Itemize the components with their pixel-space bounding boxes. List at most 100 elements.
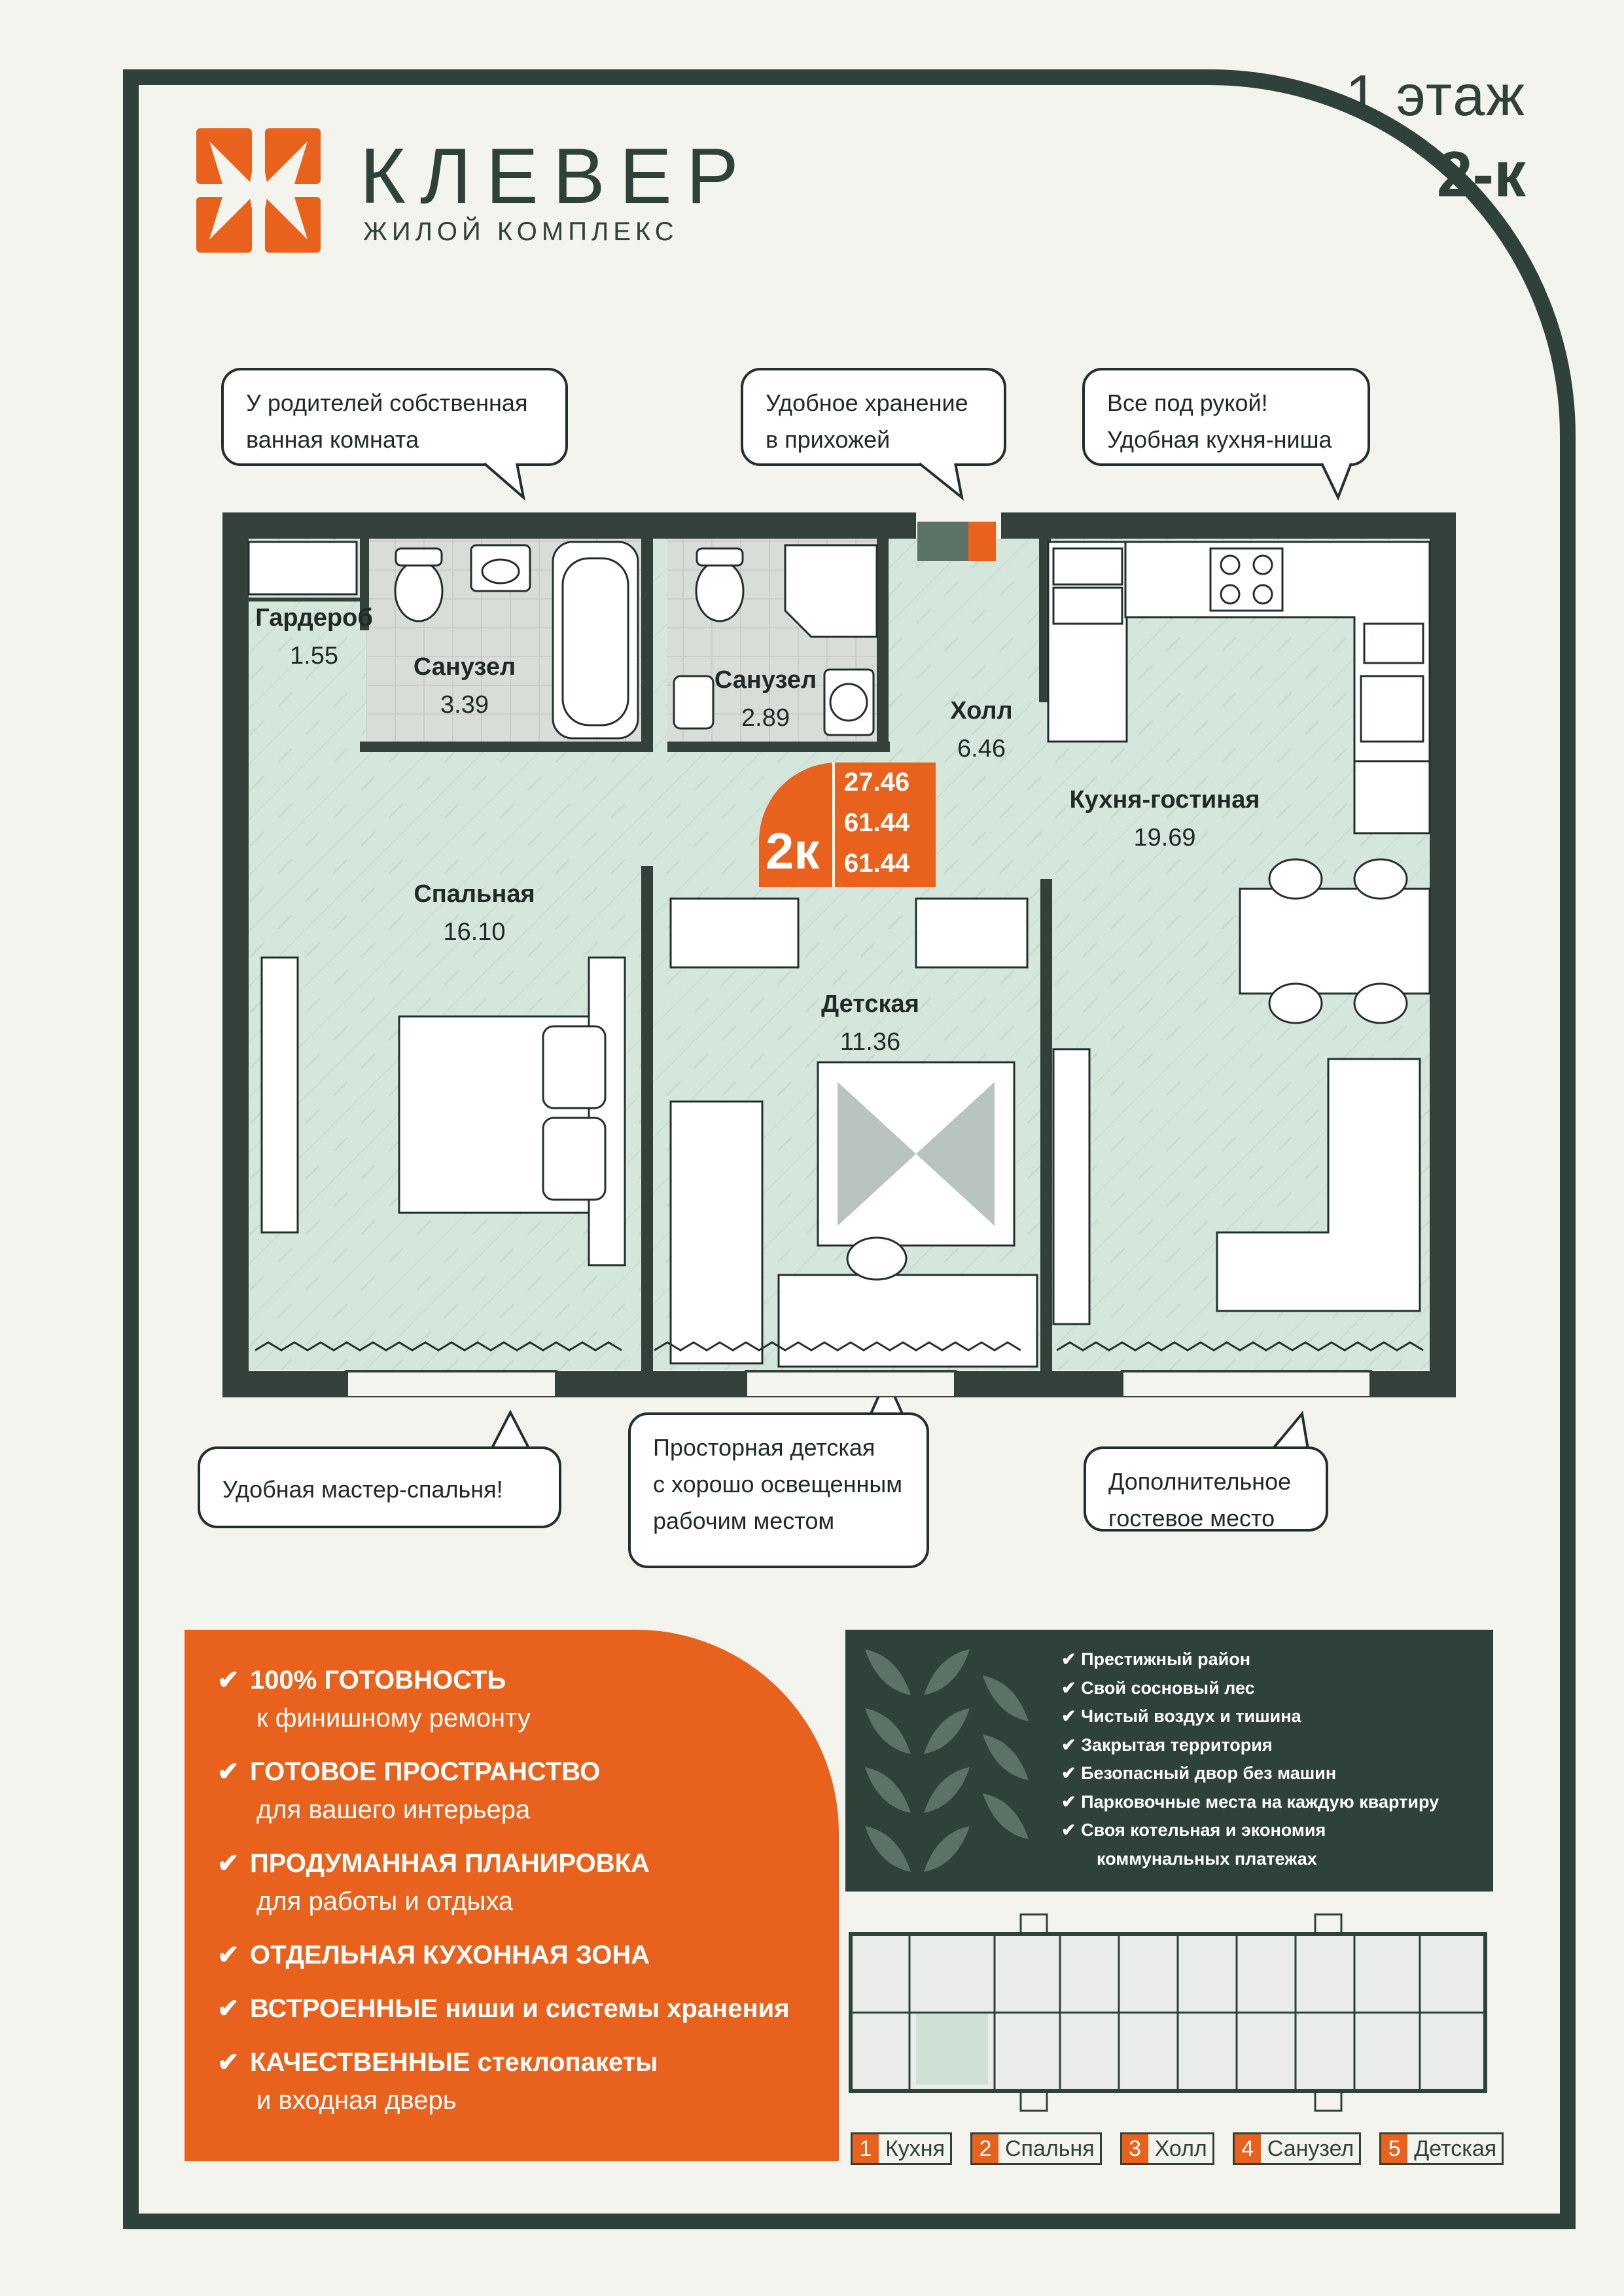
callout-line: Удобная кухня-ниша xyxy=(1107,426,1332,453)
check-icon: ✔ xyxy=(217,1757,239,1786)
brand-subtitle: ЖИЛОЙ КОМПЛЕКС xyxy=(363,217,679,246)
legend-num: 3 xyxy=(1121,2134,1148,2163)
callout-kids-room: Просторная детская с хорошо освещенным р… xyxy=(628,1412,929,1568)
benefit-text: Чистый воздух и тишина xyxy=(1081,1706,1301,1726)
badge-total-area-2: 61.44 xyxy=(844,849,910,878)
feature-item: ✔КАЧЕСТВЕННЫЕ стеклопакеты и входная две… xyxy=(217,2043,839,2119)
room-bath2: Санузел 2.89 xyxy=(694,661,838,737)
callout-line: Удобная мастер-спальня! xyxy=(222,1476,503,1503)
badge-living-area: 27.46 xyxy=(844,768,910,797)
legend-num: 4 xyxy=(1234,2134,1261,2163)
room-area: 3.39 xyxy=(440,691,489,719)
badge-type: 2к xyxy=(766,822,820,880)
benefit-item: ✔ Свой сосновый лес xyxy=(1061,1677,1255,1698)
room-area: 6.46 xyxy=(957,735,1006,762)
benefits-panel: ✔ Престижный район ✔ Свой сосновый лес ✔… xyxy=(845,1630,1493,1892)
callout-line: У родителей собственная xyxy=(246,389,528,416)
clover-logo-icon xyxy=(196,128,321,253)
check-icon: ✔ xyxy=(217,1994,239,2023)
callout-hall-storage: Удобное хранение в прихожей xyxy=(741,368,1006,466)
feature-title: 100% ГОТОВНОСТЬ xyxy=(250,1666,506,1695)
benefit-text: Парковочные места на каждую квартиру xyxy=(1081,1791,1439,1812)
room-kids: Детская 11.36 xyxy=(792,985,949,1061)
callout-line: с хорошо освещенным xyxy=(653,1471,902,1498)
leaf-pattern-icon xyxy=(865,1649,1029,1872)
feature-rest: стеклопакеты xyxy=(470,2048,658,2077)
legend-label: Кухня xyxy=(885,2136,945,2161)
callout-line: Дополнительное xyxy=(1108,1468,1292,1495)
room-area: 11.36 xyxy=(839,1028,901,1056)
room-hall: Холл 6.46 xyxy=(916,692,1047,768)
feature-item: ✔ ПРОДУМАННАЯ ПЛАНИРОВКА для работы и отд… xyxy=(217,1844,839,1920)
room-name: Санузел xyxy=(714,666,817,694)
callout-kitchen-niche: Все под рукой! Удобная кухня-ниша xyxy=(1082,368,1370,466)
badge-total-area: 61.44 xyxy=(844,808,910,837)
benefit-item: ✔ Безопасный двор без машин xyxy=(1061,1763,1337,1783)
feature-title: ГОТОВОЕ ПРОСТРАНСТВО xyxy=(250,1757,601,1786)
rooms-type-label: 2-к xyxy=(1436,138,1526,210)
benefit-item: ✔ Парковочные места на каждую квартиру xyxy=(1061,1791,1439,1812)
legend-label: Холл xyxy=(1154,2136,1207,2161)
feature-item: ✔ ГОТОВОЕ ПРОСТРАНСТВО для вашего интерье… xyxy=(217,1753,839,1829)
features-panel: ✔100% ГОТОВНОСТЬ к финишному ремонту ✔ГО… xyxy=(185,1630,839,2161)
benefit-item: ✔ Закрытая территория xyxy=(1061,1734,1273,1755)
legend-num: 2 xyxy=(972,2134,998,2163)
feature-sub: для вашего интерьера xyxy=(256,1795,531,1824)
legend-label: Санузел xyxy=(1267,2136,1354,2161)
benefit-text: Безопасный двор без машин xyxy=(1081,1763,1337,1783)
benefit-item: ✔ Своя котельная и экономия xyxy=(1061,1820,1326,1840)
check-icon: ✔ xyxy=(217,1941,239,1969)
feature-item: ✔100% ГОТОВНОСТЬ к финишному ремонту xyxy=(217,1661,839,1737)
benefit-text: коммунальных платежах xyxy=(1097,1848,1317,1869)
benefit-text: Закрытая территория xyxy=(1081,1734,1273,1755)
benefit-text: Престижный район xyxy=(1081,1649,1251,1669)
legend-item: 2 Спальня xyxy=(970,2132,1102,2165)
feature-rest: ниши и системы хранения xyxy=(438,1994,790,2023)
room-area: 19.69 xyxy=(1133,824,1196,852)
room-kitchen: Кухня-гостиная 19.69 xyxy=(1053,781,1276,857)
building-floor-map xyxy=(849,1913,1487,2112)
callout-line: ванная комната xyxy=(246,426,419,453)
feature-sub: и входная дверь xyxy=(256,2086,457,2115)
feature-title: ВСТРОЕННЫЕ xyxy=(250,1994,438,2023)
room-wardrobe: Гардероб 1.55 xyxy=(249,599,380,675)
area-badge: 2к 27.46 61.44 61.44 xyxy=(759,762,936,887)
callout-line: Удобное хранение xyxy=(766,389,968,416)
legend-label: Детская xyxy=(1414,2136,1497,2161)
callout-parents-bath: У родителей собственная ванная комната xyxy=(221,368,568,466)
benefit-item: ✔ Чистый воздух и тишина xyxy=(1061,1706,1301,1726)
room-area: 1.55 xyxy=(290,642,338,670)
callout-line: гостевое место xyxy=(1108,1505,1275,1532)
legend-num: 5 xyxy=(1381,2134,1408,2163)
feature-title: ПРОДУМАННАЯ ПЛАНИРОВКА xyxy=(250,1849,650,1878)
floor-label: 1 этаж xyxy=(1345,63,1526,128)
legend-label: Спальня xyxy=(1005,2136,1095,2161)
room-bath1: Санузел 3.39 xyxy=(393,648,537,724)
callout-line: Все под рукой! xyxy=(1107,389,1268,416)
room-name: Детская xyxy=(821,990,919,1018)
callout-line: в прихожей xyxy=(766,426,891,453)
brand-name: КЛЕВЕР xyxy=(360,132,753,220)
legend-num: 1 xyxy=(853,2134,879,2163)
check-icon: ✔ xyxy=(217,1666,239,1695)
feature-title: ОТДЕЛЬНАЯ КУХОННАЯ ЗОНА xyxy=(250,1941,650,1969)
room-bedroom: Спальная 16.10 xyxy=(393,875,556,951)
room-name: Гардероб xyxy=(255,604,373,632)
callout-line: рабочим местом xyxy=(653,1507,835,1534)
room-name: Спальная xyxy=(414,880,535,908)
benefit-item: коммунальных платежах xyxy=(1061,1845,1439,1874)
feature-item: ✔ ВСТРОЕННЫЕ ниши и системы хранения xyxy=(217,1990,839,2028)
check-icon: ✔ xyxy=(217,1849,239,1878)
feature-sub: для работы и отдыха xyxy=(256,1887,514,1916)
room-area: 2.89 xyxy=(741,704,790,732)
room-name: Кухня-гостиная xyxy=(1069,786,1260,814)
callout-line: Просторная детская xyxy=(653,1434,875,1461)
room-area: 16.10 xyxy=(443,918,506,946)
benefits-list: ✔ Престижный район ✔ Свой сосновый лес ✔… xyxy=(1061,1645,1439,1873)
room-name: Санузел xyxy=(413,653,516,681)
callout-guest-place: Дополнительное гостевое место xyxy=(1084,1446,1328,1532)
